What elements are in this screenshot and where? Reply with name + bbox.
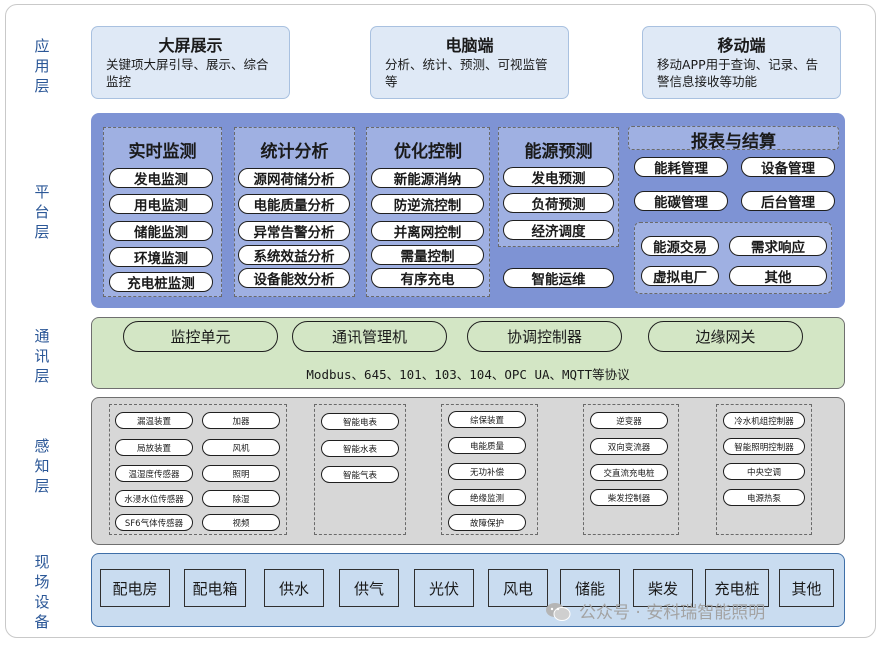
layer-label-field: 现 场 设 备 — [34, 553, 50, 631]
field-device: 光伏 — [414, 569, 474, 607]
platform-item: 源网荷储分析 — [238, 168, 350, 188]
platform-item: 环境监测 — [109, 247, 213, 267]
diagram-frame — [5, 4, 876, 638]
comm-protocols: Modbus、645、101、103、104、OPC UA、MQTT等协议 — [306, 367, 630, 382]
field-device: 风电 — [488, 569, 548, 607]
platform-group-reports-header — [628, 126, 839, 150]
platform-item: 后台管理 — [741, 191, 835, 211]
platform-item: 发电监测 — [109, 168, 213, 188]
sensing-item: SF6气体传感器 — [115, 514, 193, 531]
sensing-item: 逆变器 — [590, 412, 668, 429]
platform-item: 能耗管理 — [634, 157, 728, 177]
sensing-item: 水浸水位传感器 — [115, 490, 193, 507]
field-device: 柴发 — [633, 569, 693, 607]
field-device: 配电房 — [100, 569, 170, 607]
sensing-item: 无功补偿 — [448, 463, 526, 480]
platform-group-title: 实时监测 — [128, 142, 197, 162]
platform-item: 有序充电 — [371, 268, 484, 288]
app-card-desc: 关键项大屏引导、展示、综合监控 — [106, 57, 269, 89]
sensing-item: 照明 — [202, 465, 280, 482]
sensing-item: 交直流充电桩 — [590, 464, 668, 481]
sensing-item: 视频 — [202, 514, 280, 531]
sensing-item: 绝缘监测 — [448, 489, 526, 506]
platform-item: 负荷预测 — [503, 193, 614, 213]
platform-group-title: 统计分析 — [260, 142, 329, 162]
platform-item: 防逆流控制 — [371, 194, 484, 214]
app-card-big-screen: 大屏展示 关键项大屏引导、展示、综合监控 — [91, 26, 290, 99]
sensing-item: 中央空调 — [723, 463, 805, 480]
platform-item: 电能质量分析 — [238, 194, 350, 214]
comm-item: 通讯管理机 — [292, 321, 447, 352]
sensing-item: 智能电表 — [321, 413, 399, 430]
field-device: 供气 — [339, 569, 399, 607]
app-card-title: 电脑端 — [445, 36, 494, 55]
watermark-text: 公众号 · 安科瑞智能照明 — [579, 603, 766, 623]
app-card-title: 大屏展示 — [158, 36, 223, 55]
app-card-pc: 电脑端 分析、统计、预测、可视监管等 — [370, 26, 569, 99]
wechat-icon — [545, 602, 571, 622]
field-device: 储能 — [560, 569, 620, 607]
sensing-item: 温湿度传感器 — [115, 465, 193, 482]
field-device: 配电箱 — [184, 569, 246, 607]
platform-item: 用电监测 — [109, 194, 213, 214]
field-device: 其他 — [779, 569, 834, 607]
layer-label-sensing: 感 知 层 — [34, 437, 50, 495]
field-device: 充电桩 — [705, 569, 769, 607]
sensing-item: 双向变流器 — [590, 438, 668, 455]
app-card-desc: 移动APP用于查询、记录、告警信息接收等功能 — [657, 57, 819, 89]
sensing-item: 电能质量 — [448, 437, 526, 454]
platform-item: 虚拟电厂 — [641, 266, 719, 286]
sensing-item: 综保装置 — [448, 411, 526, 428]
platform-item: 能碳管理 — [634, 191, 728, 211]
sensing-item: 除湿 — [202, 490, 280, 507]
sensing-item: 冷水机组控制器 — [723, 412, 805, 429]
sensing-item: 风机 — [202, 439, 280, 456]
watermark: 公众号 · 安科瑞智能照明 — [545, 598, 765, 623]
platform-item: 经济调度 — [503, 220, 614, 240]
platform-item: 需量控制 — [371, 245, 484, 265]
layer-label-app: 应 用 层 — [34, 37, 50, 95]
comm-item: 协调控制器 — [467, 321, 622, 352]
platform-item-maintenance: 智能运维 — [503, 268, 614, 288]
platform-item: 发电预测 — [503, 167, 614, 187]
platform-item: 异常告警分析 — [238, 221, 350, 241]
field-device: 供水 — [264, 569, 324, 607]
layer-label-comm: 通 讯 层 — [34, 327, 50, 385]
app-card-title: 移动端 — [717, 36, 766, 55]
platform-group-title: 能源预测 — [524, 142, 593, 162]
platform-item: 储能监测 — [109, 221, 213, 241]
sensing-item: 局放装置 — [115, 439, 193, 456]
sensing-item: 柴发控制器 — [590, 489, 668, 506]
platform-item: 设备管理 — [741, 157, 835, 177]
layer-label-platform: 平 台 层 — [34, 183, 50, 241]
app-card-mobile: 移动端 移动APP用于查询、记录、告警信息接收等功能 — [642, 26, 841, 99]
app-card-desc: 分析、统计、预测、可视监管等 — [385, 57, 548, 89]
platform-item: 其他 — [729, 266, 827, 286]
platform-item: 能源交易 — [641, 236, 719, 256]
comm-item: 监控单元 — [123, 321, 278, 352]
platform-group-title: 优化控制 — [394, 142, 462, 162]
platform-item: 并离网控制 — [371, 221, 484, 241]
platform-item: 需求响应 — [729, 236, 827, 256]
platform-item: 新能源消纳 — [371, 168, 484, 188]
sensing-item: 故障保护 — [448, 514, 526, 531]
platform-item: 充电桩监测 — [109, 272, 213, 292]
platform-item: 系统效益分析 — [238, 245, 350, 265]
sensing-item: 智能气表 — [321, 466, 399, 483]
sensing-item: 加器 — [202, 412, 280, 429]
sensing-item: 电源热泵 — [723, 489, 805, 506]
platform-group-title: 报表与结算 — [691, 132, 776, 152]
comm-item: 边缘网关 — [648, 321, 803, 352]
sensing-item: 智能水表 — [321, 440, 399, 457]
platform-item: 设备能效分析 — [238, 268, 350, 288]
sensing-item: 智能照明控制器 — [723, 438, 805, 455]
sensing-item: 漏温装置 — [115, 412, 193, 429]
